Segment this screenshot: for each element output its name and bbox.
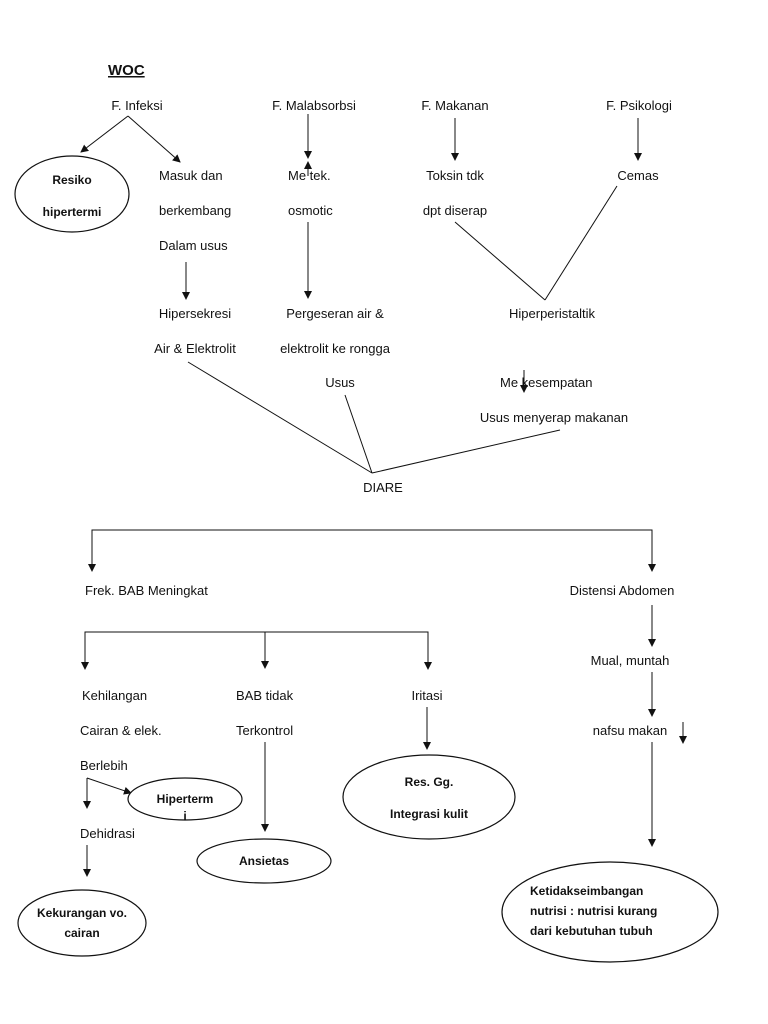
factor-makanan: F. Makanan bbox=[421, 98, 488, 113]
node-dehidrasi: Dehidrasi bbox=[80, 826, 135, 841]
node-distensi: Distensi Abdomen bbox=[570, 583, 675, 598]
node-mual-muntah: Mual, muntah bbox=[591, 653, 670, 668]
node-masuk: berkembang bbox=[159, 203, 231, 218]
node-hipersekresi: Hipersekresi bbox=[159, 306, 231, 321]
node-text: Res. Gg. bbox=[405, 775, 454, 789]
factor-infeksi: F. Infeksi bbox=[111, 98, 162, 113]
node-text: Ketidakseimbangan bbox=[530, 884, 643, 898]
node-text: Hiperterm bbox=[157, 792, 214, 806]
node-nafsu-makan: nafsu makan bbox=[593, 723, 667, 738]
node-masuk: Masuk dan bbox=[159, 168, 223, 183]
node-ansietas: Ansietas bbox=[196, 838, 332, 884]
node-text: Resiko bbox=[52, 173, 91, 187]
node-hipersekresi: Air & Elektrolit bbox=[154, 341, 236, 356]
node-kekurangan-volume-cairan: Kekurangan vo. cairan bbox=[17, 889, 147, 957]
factor-malabsorbsi: F. Malabsorbsi bbox=[272, 98, 356, 113]
node-integrasi-kulit: Res. Gg. Integrasi kulit bbox=[342, 754, 516, 840]
node-bab-tidak-terkontrol: BAB tidak bbox=[236, 688, 294, 703]
node-kesempatan: Usus menyerap makanan bbox=[480, 410, 628, 425]
factor-psikologi: F. Psikologi bbox=[606, 98, 672, 113]
node-text: cairan bbox=[64, 926, 99, 940]
node-kehilangan: Kehilangan bbox=[82, 688, 147, 703]
node-tekanan-osmotic: osmotic bbox=[288, 203, 333, 218]
node-kehilangan: Cairan & elek. bbox=[80, 723, 162, 738]
node-resiko-hipertermi: Resiko hipertermi bbox=[14, 155, 130, 233]
node-text: Ansietas bbox=[239, 854, 289, 868]
node-masuk: Dalam usus bbox=[159, 238, 228, 253]
node-text: Kekurangan vo. bbox=[37, 906, 127, 920]
node-frek-bab: Frek. BAB Meningkat bbox=[85, 583, 208, 598]
node-text: hipertermi bbox=[43, 205, 102, 219]
node-toksin: dpt diserap bbox=[423, 203, 487, 218]
node-pergeseran: elektrolit ke rongga bbox=[280, 341, 391, 356]
node-iritasi: Iritasi bbox=[411, 688, 442, 703]
node-hiperperistaltik: Hiperperistaltik bbox=[509, 306, 595, 321]
node-hipertermi: Hiperterm i bbox=[127, 777, 243, 823]
node-text: Integrasi kulit bbox=[390, 807, 468, 821]
node-nutrisi: Ketidakseimbangan nutrisi : nutrisi kura… bbox=[501, 861, 719, 963]
node-text: dari kebutuhan tubuh bbox=[530, 924, 653, 938]
node-pergeseran: Usus bbox=[325, 375, 355, 390]
node-tekanan-osmotic: Me tek. bbox=[288, 168, 331, 183]
node-kesempatan: Me kesempatan bbox=[500, 375, 593, 390]
node-diare: DIARE bbox=[363, 480, 403, 495]
connectors bbox=[80, 114, 687, 877]
node-cemas: Cemas bbox=[617, 168, 659, 183]
node-text: nutrisi : nutrisi kurang bbox=[530, 904, 657, 918]
node-bab-tidak-terkontrol: Terkontrol bbox=[236, 723, 293, 738]
diagram-title: WOC bbox=[108, 62, 145, 79]
node-text: i bbox=[183, 809, 186, 823]
node-toksin: Toksin tdk bbox=[426, 168, 484, 183]
node-kehilangan: Berlebih bbox=[80, 758, 128, 773]
node-pergeseran: Pergeseran air & bbox=[286, 306, 384, 321]
